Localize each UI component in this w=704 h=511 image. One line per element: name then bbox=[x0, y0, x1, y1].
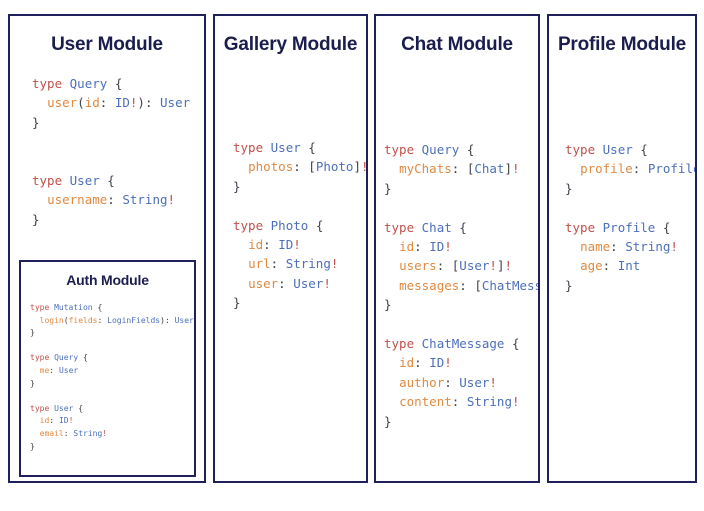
module-panel-auth[interactable]: Auth Module type Mutation { login(fields… bbox=[19, 260, 196, 477]
module-title-gallery: Gallery Module bbox=[223, 34, 358, 55]
schema-code-profile: type User { profile: Profile! } type Pro… bbox=[565, 142, 697, 293]
module-title-user: User Module bbox=[51, 34, 163, 55]
module-panel-profile[interactable]: Profile Module type User { profile: Prof… bbox=[547, 14, 697, 483]
module-panel-user[interactable]: User Module type Query { user(id: ID!): … bbox=[8, 14, 206, 483]
schema-code-user: type Query { user(id: ID!): User } type … bbox=[32, 76, 191, 227]
schema-code-gallery: type User { photos: [Photo]! } type Phot… bbox=[233, 140, 368, 311]
module-title-auth: Auth Module bbox=[66, 272, 149, 288]
schema-code-auth: type Mutation { login(fields: LoginField… bbox=[30, 303, 194, 451]
module-panel-gallery[interactable]: Gallery Module type User { photos: [Phot… bbox=[213, 14, 368, 483]
module-panel-chat[interactable]: Chat Module type Query { myChats: [Chat]… bbox=[374, 14, 540, 483]
schema-code-chat: type Query { myChats: [Chat]! } type Cha… bbox=[384, 142, 540, 429]
module-title-chat: Chat Module bbox=[401, 34, 513, 55]
module-title-profile: Profile Module bbox=[557, 34, 687, 55]
